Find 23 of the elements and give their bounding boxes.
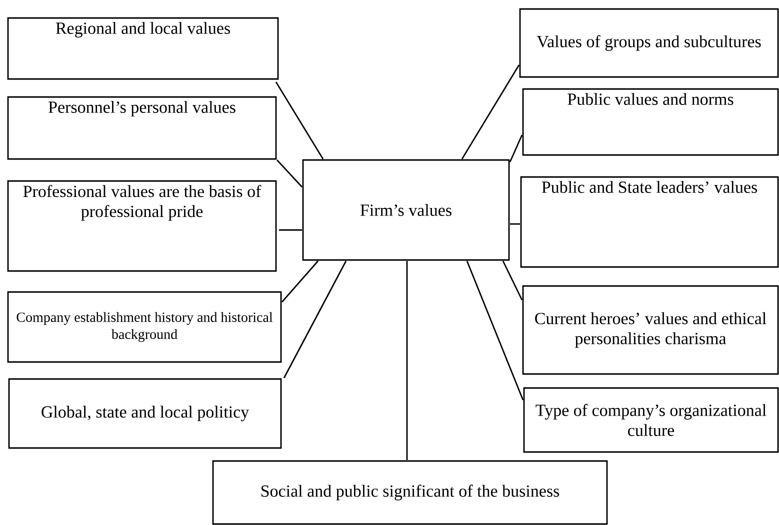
connector-line <box>509 134 523 162</box>
value-box: Global, state and local politicy <box>8 378 282 449</box>
value-box: Social and public significant of the business <box>212 460 608 525</box>
value-box: Public values and norms <box>522 88 779 156</box>
connector-line <box>406 261 408 460</box>
central-box: Firm’s values <box>302 159 510 261</box>
value-box: Values of groups and subcultures <box>519 8 779 78</box>
value-box: Company establishment history and historical background <box>7 291 282 363</box>
connector-line <box>281 260 319 302</box>
connector-line <box>461 64 520 160</box>
connector-line <box>275 82 324 160</box>
value-box: Current heroes’ values and ethical personalities charisma <box>522 285 779 375</box>
connector-line <box>502 260 523 300</box>
connector-line <box>279 229 302 231</box>
value-box: Professional values are the basis of professional pride <box>7 180 277 272</box>
value-box: Public and State leaders’ values <box>520 176 779 268</box>
connector-line <box>466 260 524 400</box>
connector-line <box>510 223 520 225</box>
value-box: Personnel’s personal values <box>7 96 277 160</box>
connector-line <box>283 260 347 378</box>
connector-line <box>276 160 303 188</box>
value-box: Type of company’s organizational culture <box>523 387 779 453</box>
value-box: Regional and local values <box>7 17 279 80</box>
